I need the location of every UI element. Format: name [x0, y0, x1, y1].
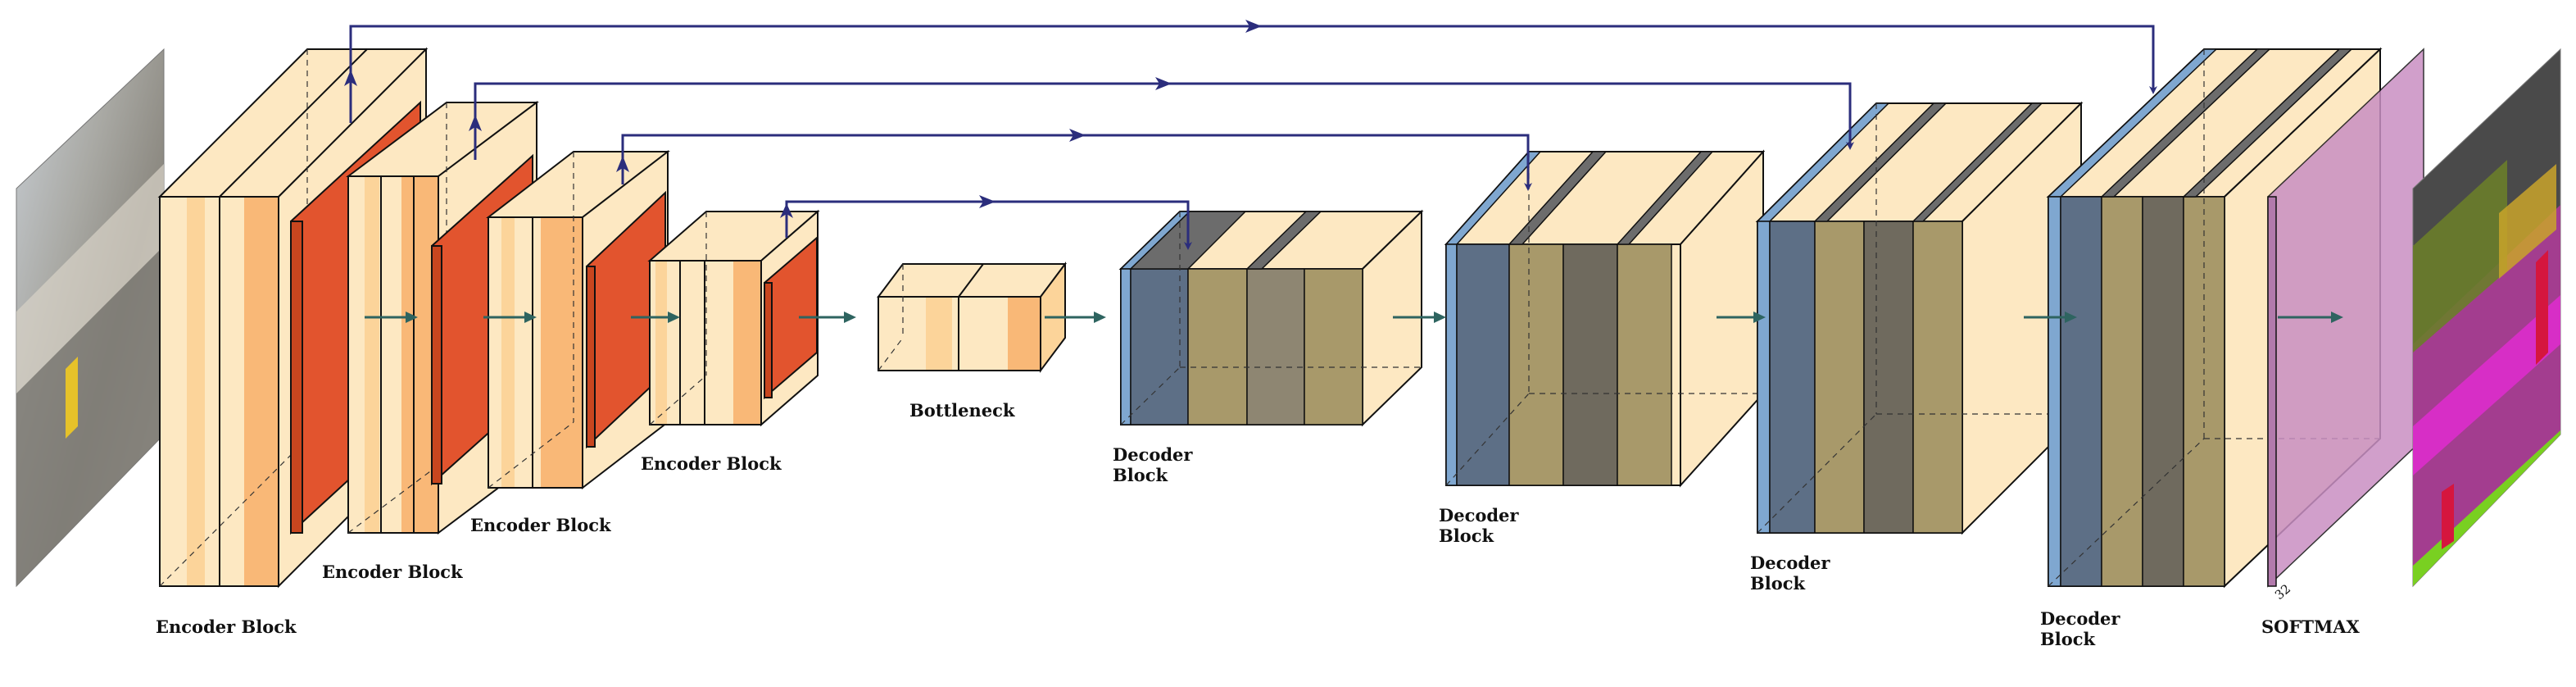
encoder-block-2-label: Encoder Block	[322, 562, 463, 582]
encoder-block-3	[486, 149, 670, 490]
skip-connection-2	[474, 82, 1854, 160]
encoder-block-4	[647, 209, 820, 427]
skip-arrow-heads	[344, 20, 1262, 218]
decoder-block-2	[1444, 149, 1766, 488]
softmax-label: SOFTMAX	[2261, 616, 2361, 637]
encoder-block-1-label: Encoder Block	[156, 616, 297, 637]
decoder-block-2-label-line2: Block	[1439, 525, 1494, 546]
decoder-block-3	[1755, 101, 2084, 535]
decoder-block-1	[1118, 209, 1424, 427]
decoder-block-3-label-line2: Block	[1750, 573, 1806, 594]
skip-connection-3	[621, 134, 1532, 191]
input-image	[16, 48, 165, 588]
decoder-block-1-label-line1: Decoder	[1113, 444, 1193, 465]
decoder-block-2-label-line1: Decoder	[1439, 505, 1519, 525]
flow-arrows	[365, 312, 2343, 323]
bottleneck-block	[877, 262, 1067, 373]
skip-connection-4	[785, 200, 1192, 250]
softmax-layer	[2267, 48, 2424, 588]
output-segmentation-image	[2412, 48, 2561, 588]
decoder-block-4-label-line2: Block	[2040, 629, 2096, 649]
encoder-block-3-label: Encoder Block	[470, 515, 611, 535]
decoder-block-4-label-line1: Decoder	[2040, 608, 2120, 629]
encoder-block-4-label: Encoder Block	[641, 453, 782, 474]
decoder-block-1-label-line2: Block	[1113, 465, 1168, 485]
decoder-block-3-label-line1: Decoder	[1750, 553, 1830, 573]
bottleneck-label: Bottleneck	[909, 400, 1015, 421]
